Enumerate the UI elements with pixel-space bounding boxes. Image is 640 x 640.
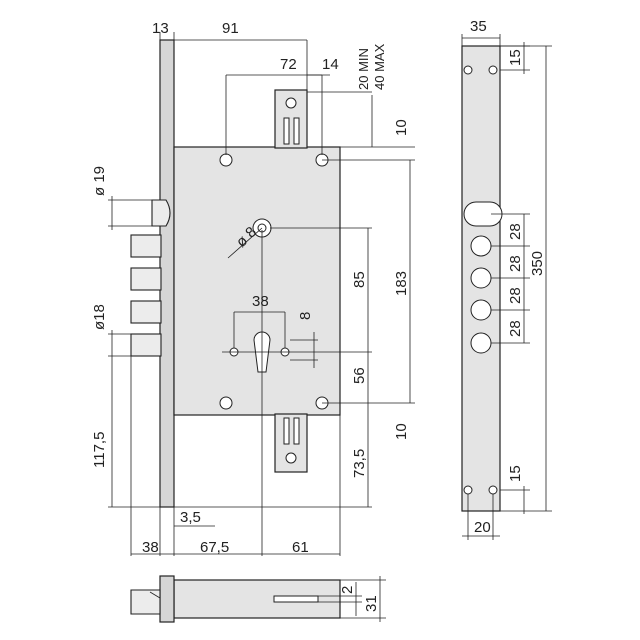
dim-40-max: 40 MAX [372,43,387,90]
dim-8-cyl: 8 [297,312,314,320]
side-bolt-hole-2 [470,267,492,289]
plan-cylinder-slot [273,595,319,603]
bottom-rod-slot-2 [293,417,300,445]
bottom-rod-hole [285,452,297,464]
dim-35: 35 [470,18,487,35]
plan-bolt [130,589,161,615]
dim-72: 72 [280,56,297,73]
dim-28-b: 28 [507,255,524,272]
dim-14: 14 [322,56,339,73]
latch-bolt [151,199,171,227]
front-dimensions: 13 91 72 14 20 MIN 40 MAX 10 183 85 56 [91,20,415,556]
dim-91: 91 [222,20,239,37]
front-view [130,39,341,556]
deadbolt-3 [130,300,162,324]
side-screw-tr [488,65,498,75]
dim-d19: ø 19 [91,166,108,196]
bottom-rod-slot-1 [283,417,290,445]
top-rod-hole [285,97,297,109]
dim-183: 183 [393,271,410,296]
dim-15-top: 15 [507,49,524,66]
dim-67-5: 67,5 [200,539,229,556]
top-rod-slot-2 [293,117,300,145]
dim-20: 20 [474,519,491,536]
deadbolt-4 [130,333,162,357]
dim-13: 13 [152,20,169,37]
case-screw-tl [219,153,233,167]
dim-31: 31 [363,595,380,612]
dim-20-min: 20 MIN [356,48,371,90]
dim-10-top: 10 [393,119,410,136]
dim-28-d: 28 [507,320,524,337]
side-screw-tl [463,65,473,75]
lock-case [173,146,341,416]
side-bolt-hole-1 [470,235,492,257]
dim-3-5: 3,5 [180,509,201,526]
face-plate [159,39,175,508]
dim-56: 56 [351,367,368,384]
plan-view [130,575,341,623]
dim-85: 85 [351,271,368,288]
dim-350: 350 [529,251,546,276]
plan-dimensions: 2 31 [318,576,386,622]
side-latch-opening [463,201,503,227]
case-screw-bl [219,396,233,410]
dim-d18: ø18 [91,304,108,330]
dim-38-bottom: 38 [142,539,159,556]
dim-15-bottom: 15 [507,465,524,482]
side-dimensions: 35 15 28 28 28 28 350 15 20 [461,18,552,540]
dim-2: 2 [339,586,356,594]
dim-117-5: 117,5 [91,432,108,468]
dim-10-bottom: 10 [393,423,410,440]
deadbolt-1 [130,234,162,258]
side-screw-bl [463,485,473,495]
side-bolt-hole-3 [470,299,492,321]
plan-face-plate [159,575,175,623]
top-rod-slot-1 [283,117,290,145]
side-view [461,45,503,512]
side-bolt-hole-4 [470,332,492,354]
dim-61: 61 [292,539,309,556]
dim-38-cyl: 38 [252,293,269,310]
dim-28-a: 28 [507,223,524,240]
dim-28-c: 28 [507,287,524,304]
dim-73-5: 73,5 [351,449,368,478]
side-screw-br [488,485,498,495]
deadbolt-2 [130,267,162,291]
